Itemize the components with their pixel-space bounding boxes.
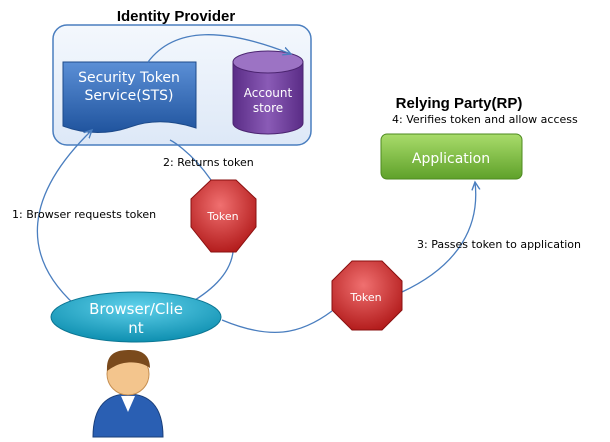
step1-label: 1: Browser requests token	[12, 208, 156, 221]
token-1: Token	[190, 179, 257, 253]
identity-provider-title: Identity Provider	[117, 8, 236, 25]
browser-client-node: Browser/Clie nt	[50, 291, 222, 343]
request-token-arrow	[36, 130, 92, 306]
account-store-node: Account store	[232, 50, 304, 135]
application-label: Application	[412, 151, 490, 167]
token-1-label: Token	[206, 210, 238, 223]
sts-label-line2: Service(STS)	[85, 88, 174, 104]
account-store-top	[232, 50, 304, 74]
user-hair	[106, 350, 150, 371]
application-box	[380, 133, 523, 180]
sts-label-line1: Security Token	[78, 70, 180, 86]
user-collar	[121, 396, 135, 412]
identity-provider-group: Identity Provider Security Token Service…	[52, 8, 312, 146]
pass-token-arrow-upper	[401, 182, 476, 293]
token-2-label: Token	[349, 291, 381, 304]
return-token-arrow-upper	[169, 139, 212, 181]
account-store-body	[232, 61, 304, 135]
pass-token-arrow-lower	[221, 310, 333, 334]
sts-node: Security Token Service(STS)	[62, 61, 197, 133]
sts-shape	[62, 61, 197, 133]
account-store-label-line1: Account	[244, 86, 293, 100]
browser-client-shape	[50, 291, 222, 343]
token-1-shape	[190, 179, 257, 253]
account-store-label-line2: store	[253, 101, 283, 115]
relying-party-group: Relying Party(RP) 4: Verifies token and …	[380, 95, 578, 180]
user-icon	[92, 350, 164, 438]
token-2-shape	[331, 260, 403, 331]
token-2: Token	[331, 260, 403, 331]
step3-label: 3: Passes token to application	[417, 238, 581, 251]
step2-label: 2: Returns token	[163, 156, 254, 169]
browser-label-line1: Browser/Clie	[89, 300, 183, 318]
sts-to-store-arrow	[147, 34, 291, 63]
verify-step-label: 4: Verifies token and allow access	[392, 113, 578, 126]
browser-label-line2: nt	[128, 319, 144, 337]
relying-party-title: Relying Party(RP)	[396, 95, 523, 112]
